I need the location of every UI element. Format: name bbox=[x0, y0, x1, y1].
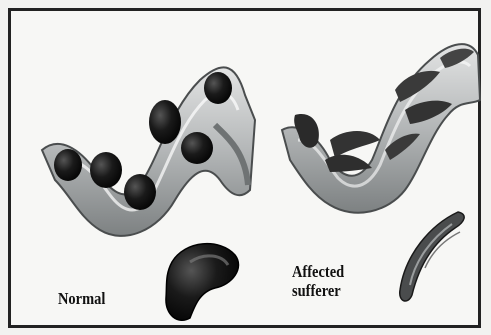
red-cell bbox=[181, 132, 213, 164]
red-cell bbox=[54, 149, 82, 181]
red-cell bbox=[124, 174, 156, 210]
label-normal: Normal bbox=[58, 289, 105, 308]
normal-cell-closeup bbox=[166, 244, 239, 321]
sickle-cell-closeup bbox=[400, 212, 464, 301]
sickle-cell bbox=[330, 131, 380, 158]
label-affected-line2: sufferer bbox=[292, 281, 344, 300]
label-affected-line1: Affected bbox=[292, 262, 344, 281]
red-cell bbox=[149, 100, 181, 144]
red-cell bbox=[204, 72, 232, 104]
red-cell bbox=[90, 152, 122, 188]
label-affected: Affected sufferer bbox=[292, 262, 344, 300]
